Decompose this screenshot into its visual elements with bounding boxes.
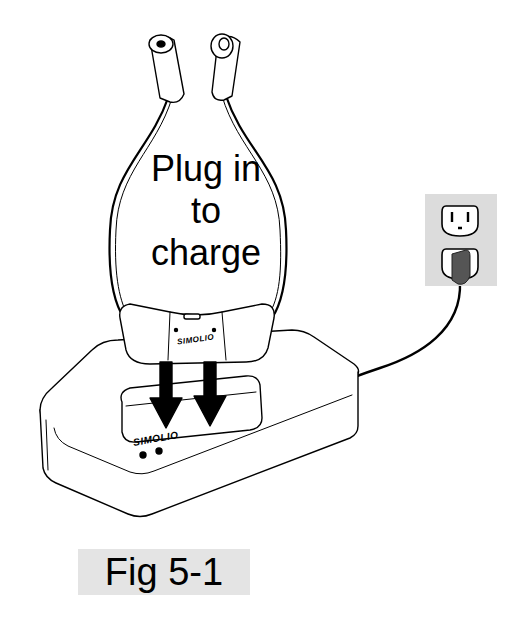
down-arrow <box>150 362 182 428</box>
ear-tip <box>149 35 173 53</box>
indicator-dot <box>140 452 146 458</box>
socket-holes <box>452 212 468 228</box>
receiver-seam <box>168 312 226 360</box>
socket <box>442 206 478 236</box>
receiver-switch <box>184 314 200 319</box>
charging-base-front <box>40 372 358 517</box>
instruction-text: Plug in to charge <box>136 148 276 274</box>
down-arrow <box>194 362 226 426</box>
ear-tip <box>219 38 229 50</box>
neckband-wire <box>116 98 173 316</box>
outlet-plate <box>425 194 497 286</box>
neckband-wire <box>222 96 281 316</box>
ear-tip <box>211 34 233 58</box>
charging-slot <box>121 376 262 442</box>
plug <box>452 250 470 284</box>
receiver-dot <box>213 329 216 332</box>
wall-outlet <box>425 194 497 286</box>
receiver-dot <box>175 329 178 332</box>
ear-tip-hole <box>157 41 165 47</box>
earbud <box>150 36 184 102</box>
receiver-body <box>120 304 275 364</box>
slot-edge <box>126 392 256 406</box>
figure-caption: Fig 5-1 <box>78 549 250 595</box>
indicator-dot <box>156 448 162 454</box>
